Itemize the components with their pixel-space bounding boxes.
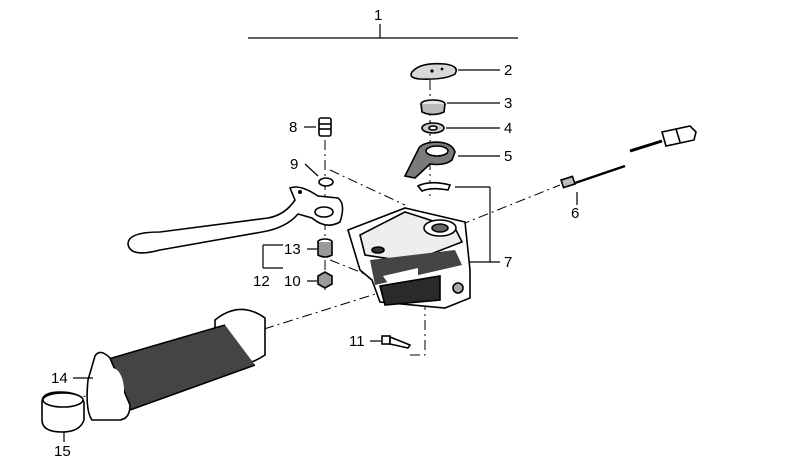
leader-9 [304, 163, 319, 177]
switch-lever [403, 141, 456, 179]
bushing [317, 238, 333, 258]
end-cap [41, 391, 85, 433]
hand-lever [127, 186, 344, 254]
callout-5: 5 [504, 148, 512, 165]
washer-4 [421, 122, 445, 134]
knob [420, 99, 446, 116]
spring-clip [416, 181, 452, 192]
callout-8: 8 [289, 119, 297, 136]
callout-14: 14 [51, 370, 68, 387]
callout-2: 2 [504, 62, 512, 79]
callout-13: 13 [284, 241, 301, 258]
callout-6: 6 [571, 205, 579, 222]
leader-12-bracket [262, 244, 283, 269]
cover-plate [410, 62, 458, 80]
callout-1: 1 [374, 7, 382, 24]
washer-9 [318, 177, 334, 187]
callout-7: 7 [504, 254, 512, 271]
callout-15: 15 [54, 443, 71, 460]
callout-10: 10 [284, 273, 301, 290]
callout-11: 11 [349, 333, 365, 350]
nut [317, 271, 333, 289]
adjusting-screw [318, 117, 332, 137]
callout-12: 12 [253, 273, 270, 290]
callout-4: 4 [504, 120, 512, 137]
callout-3: 3 [504, 95, 512, 112]
handle-grip [86, 308, 266, 421]
screw-11 [381, 335, 412, 349]
callout-9: 9 [290, 156, 298, 173]
assembly-axes [69, 80, 561, 401]
switch-cable [560, 125, 697, 189]
switch-housing [347, 207, 471, 309]
